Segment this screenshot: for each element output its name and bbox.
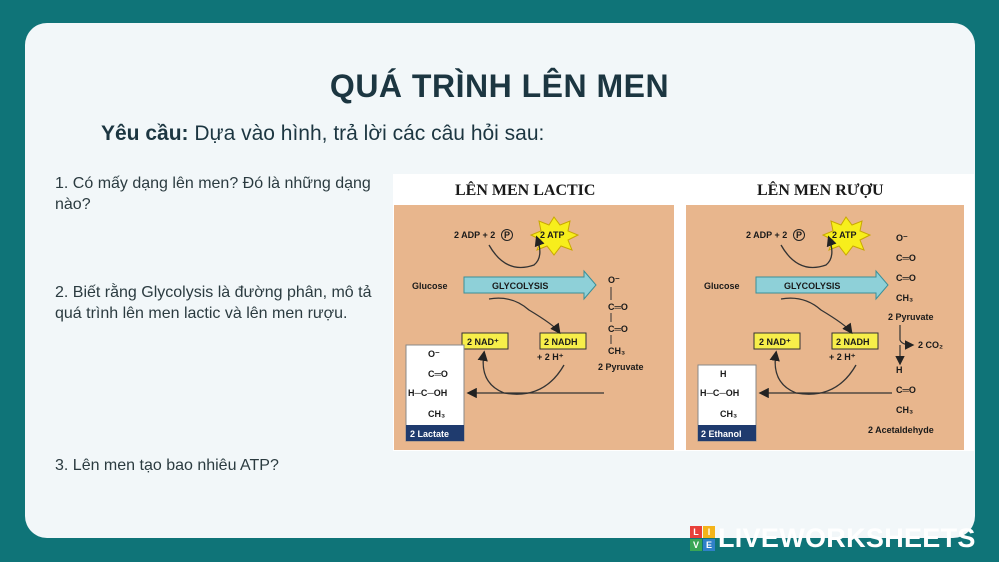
pyruvate-formula-o: O⁻ (896, 233, 908, 243)
nad-box (461, 332, 509, 350)
lactic-adp: 2 ADP + 2 (454, 230, 495, 240)
lactic-pi: P (504, 230, 510, 240)
lactic-pyruvate: 2 Pyruvate (598, 362, 644, 372)
lactic-h: + 2 H⁺ (537, 352, 564, 362)
logo-letter: I (703, 525, 715, 538)
lactate-formula-c2: H─C─OH (408, 388, 447, 398)
alcohol-diagram: 2 ADP + 2 P 2 ATP Glucose GLYCOLYSIS O⁻ … (697, 216, 943, 442)
fermentation-figure: LÊN MEN LACTIC 2 ADP + 2 P 2 ATP Glucose… (393, 174, 974, 451)
lactic-glucose: Glucose (412, 281, 448, 291)
lactate-label-box (406, 425, 464, 441)
alcohol-panel: 2 ADP + 2 P 2 ATP Glucose GLYCOLYSIS O⁻ … (686, 205, 964, 450)
ethanol-formula-c: H─C─OH (700, 388, 739, 398)
alcohol-glucose: Glucose (704, 281, 740, 291)
logo-text: LIVEWORKSHEETS (718, 522, 976, 553)
ethanol-formula-h: H (720, 369, 727, 379)
lactate-formula-c1: C═O (428, 369, 448, 379)
acetaldehyde-formula-h: H (896, 365, 903, 375)
lactate-formula-ch3: CH₃ (428, 409, 445, 419)
logo-letter: V (690, 538, 702, 551)
logo-letter: E (703, 538, 715, 551)
nad-box (753, 332, 801, 350)
liveworksheets-logo: L I V E LIVEWORKSHEETS (690, 523, 976, 553)
pi-icon (793, 229, 805, 241)
pi-icon (501, 229, 513, 241)
requirement-body: Dựa vào hình, trả lời các câu hỏi sau: (188, 122, 545, 145)
nadh-box (831, 332, 879, 350)
nadh-box (539, 332, 587, 350)
lactic-nad: 2 NAD⁺ (467, 337, 499, 347)
pyruvate-formula-c2: C═O (896, 273, 916, 283)
alcohol-adp: 2 ADP + 2 (746, 230, 787, 240)
alcohol-pyruvate: 2 Pyruvate (888, 312, 934, 322)
pyruvate-formula-ch3: CH₃ (896, 293, 913, 303)
page-title: QUÁ TRÌNH LÊN MEN (329, 68, 670, 104)
alcohol-pi: P (796, 230, 802, 240)
alcohol-h: + 2 H⁺ (829, 352, 856, 362)
logo-grid-icon: L I V E (690, 525, 715, 551)
lactic-title: LÊN MEN LACTIC (455, 182, 596, 199)
lactic-glycolysis: GLYCOLYSIS (492, 281, 548, 291)
lactate-formula-o: O⁻ (428, 349, 440, 359)
alcohol-glycolysis: GLYCOLYSIS (784, 281, 840, 291)
pyruvate-formula-ch3: CH₃ (608, 346, 625, 356)
alcohol-atp: 2 ATP (832, 230, 857, 240)
lactic-nadh: 2 NADH (544, 337, 578, 347)
alcohol-nadh: 2 NADH (836, 337, 870, 347)
alcohol-nad: 2 NAD⁺ (759, 337, 791, 347)
glycolysis-arrow (463, 269, 597, 301)
acetaldehyde-formula-ch3: CH₃ (896, 405, 913, 415)
lactic-diagram: 2 ADP + 2 P 2 ATP Glucose GLYCOLYSIS O⁻ … (405, 216, 644, 442)
question-2: 2. Biết rằng Glycolysis là đường phân, m… (55, 284, 372, 322)
ethanol-label-box (698, 425, 756, 441)
acetaldehyde-formula-c: C═O (896, 385, 916, 395)
requirement-text: Yêu cầu: Dựa vào hình, trả lời các câu h… (101, 122, 544, 146)
glycolysis-arrow (755, 269, 889, 301)
alcohol-product: 2 Ethanol (701, 429, 742, 439)
question-3: 3. Lên men tạo bao nhiêu ATP? (55, 457, 279, 474)
alcohol-acetaldehyde: 2 Acetaldehyde (868, 425, 934, 435)
alcohol-co2: 2 CO₂ (918, 340, 943, 350)
requirement-label: Yêu cầu: (101, 122, 189, 145)
logo-letter: L (690, 525, 702, 538)
pyruvate-formula-o: O⁻ (608, 275, 620, 285)
pyruvate-formula-c2: C═O (608, 324, 628, 334)
question-1: 1. Có mấy dạng lên men? Đó là những dạng… (55, 175, 371, 213)
lactic-atp: 2 ATP (540, 230, 565, 240)
ethanol-formula-ch3: CH₃ (720, 409, 737, 419)
pyruvate-formula-c1: C═O (608, 302, 628, 312)
lactic-product: 2 Lactate (410, 429, 449, 439)
alcohol-title: LÊN MEN RƯỢU (757, 182, 884, 199)
pyruvate-formula-c1: C═O (896, 253, 916, 263)
lactic-panel: 2 ADP + 2 P 2 ATP Glucose GLYCOLYSIS O⁻ … (394, 205, 674, 450)
